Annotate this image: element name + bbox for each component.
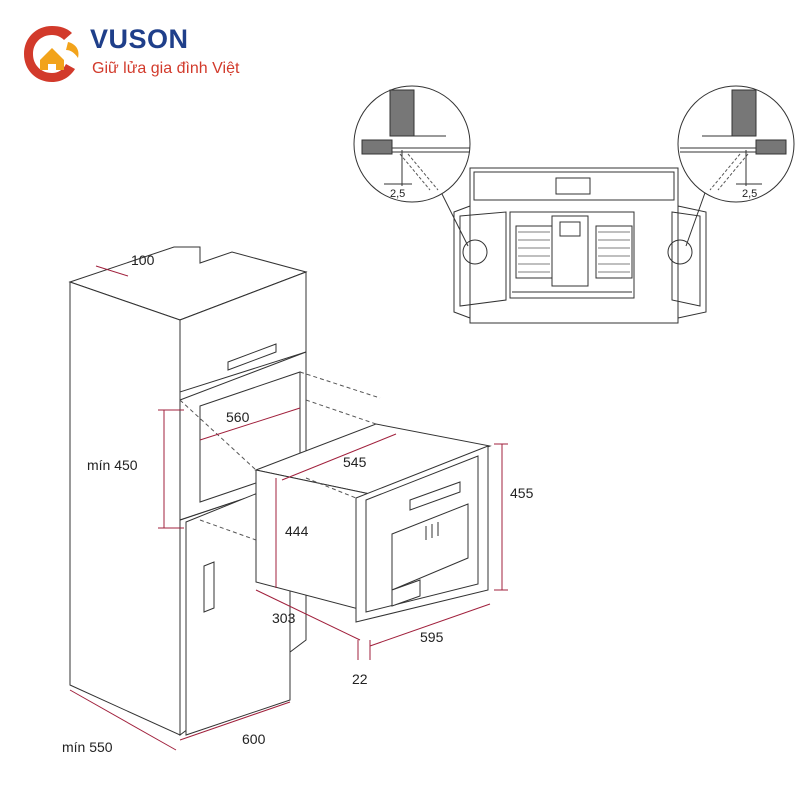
right-gap-detail: [677, 85, 795, 203]
dim-body-height: 444: [285, 523, 309, 539]
left-gap-detail: [353, 85, 471, 203]
brand-tagline: Giữ lửa gia đình Việt: [92, 60, 240, 77]
dim-top-depth: 100: [131, 252, 155, 268]
front-detail-view: [453, 167, 707, 324]
tall-cabinet: [68, 246, 308, 737]
dim-niche-width: 560: [226, 409, 250, 425]
dim-body-width: 545: [343, 454, 367, 470]
brand-logo: VUSON Giữ lửa gia đình Việt: [18, 18, 278, 88]
dim-gap-right: 2,5: [742, 188, 757, 200]
dim-cabinet-width: 600: [242, 731, 266, 747]
coffee-machine-oven: [254, 423, 492, 623]
left-hinge-marker: [462, 239, 488, 265]
guide-lines: [179, 371, 381, 541]
dim-front-height: 455: [510, 485, 534, 501]
dim-niche-height: mín 450: [87, 457, 138, 473]
dim-body-depth: 303: [272, 610, 296, 626]
dim-front-width: 595: [420, 629, 444, 645]
dim-gap-left: 2,5: [390, 188, 405, 200]
dim-panel-thickness: 22: [352, 671, 368, 687]
dimension-lines: [69, 265, 508, 751]
flame-house-icon: [24, 26, 79, 82]
dim-cabinet-depth: mín 550: [62, 739, 113, 755]
right-hinge-marker: [667, 239, 693, 265]
rack-lines: [518, 231, 630, 273]
brand-name: VUSON: [90, 24, 189, 54]
